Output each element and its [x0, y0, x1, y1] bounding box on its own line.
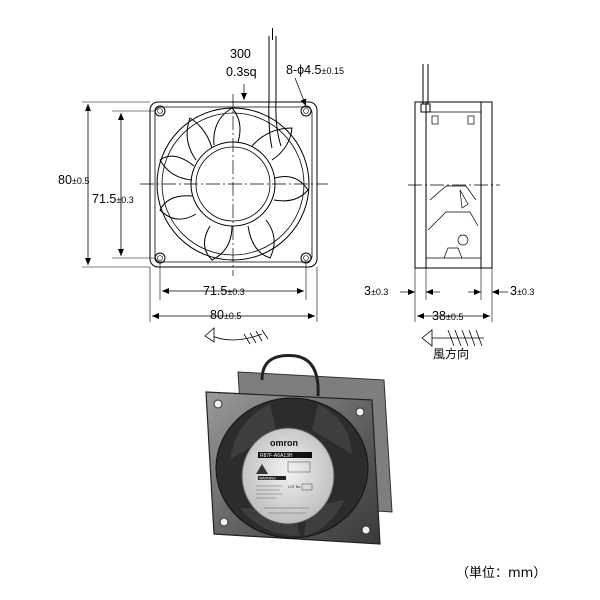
- center-lines: [140, 94, 328, 276]
- hole-callout-label: 8-ϕ4.5±0.15: [286, 63, 344, 77]
- airflow-label: 風方向: [433, 346, 469, 361]
- depth-label: 38±0.5: [432, 309, 463, 323]
- fan-frame: [149, 101, 318, 268]
- height-pitch-label: 71.5±0.3: [92, 192, 134, 206]
- cable-length-label: 300: [230, 47, 251, 61]
- cable: [268, 28, 282, 149]
- warning-text: WARNING: [259, 477, 276, 481]
- side-view: [400, 64, 508, 322]
- unit-note: （単位：mm）: [456, 565, 546, 581]
- width-outer-label: 80±0.5: [210, 308, 241, 322]
- fan-product-photo: omron R87F-A6A13H WARNING LOT No.: [205, 354, 393, 545]
- brand-text: omron: [270, 438, 298, 448]
- airflow-arrow: [421, 329, 484, 347]
- lot-text: LOT No.: [288, 485, 301, 489]
- front-view-labels: 300 0.3sq 8-ϕ4.5±0.15 80±0.5 71.5±0.3 71…: [58, 47, 344, 322]
- height-outer-label: 80±0.5: [58, 173, 89, 187]
- front-view: [82, 28, 328, 322]
- side-view-labels: 3±0.3 3±0.3 38±0.5 風方向: [364, 284, 534, 361]
- flange-left-label: 3±0.3: [364, 284, 388, 298]
- cable-size-label: 0.3sq: [226, 65, 257, 79]
- width-pitch-label: 71.5±0.3: [203, 284, 245, 298]
- rotation-arrow: [204, 327, 269, 345]
- model-text: R87F-A6A13H: [260, 453, 293, 459]
- flange-right-label: 3±0.3: [510, 284, 534, 298]
- blades: [159, 107, 309, 261]
